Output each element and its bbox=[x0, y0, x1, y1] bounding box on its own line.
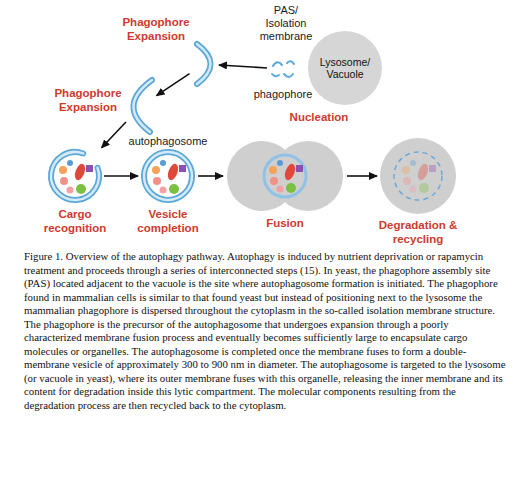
phagophore-arc bbox=[133, 80, 152, 132]
organelle bbox=[419, 183, 429, 193]
vesicle-stage: autophagosomeVesicle completion bbox=[141, 149, 195, 203]
stage-label: Degradation & recycling bbox=[368, 218, 468, 246]
lysosome-body bbox=[273, 141, 343, 211]
organelle bbox=[166, 162, 180, 181]
membrane-ring bbox=[144, 152, 192, 200]
degraded-cargo bbox=[402, 160, 436, 193]
organelle bbox=[160, 187, 167, 194]
organelle bbox=[86, 165, 93, 172]
flow-arrow bbox=[347, 175, 377, 177]
organelle bbox=[67, 160, 73, 166]
organelle bbox=[269, 166, 277, 174]
fusion-stage: Fusion bbox=[226, 141, 344, 211]
membrane-fragment bbox=[287, 61, 294, 64]
flow-arrow bbox=[219, 65, 267, 68]
organelle bbox=[277, 160, 283, 166]
organelle bbox=[152, 166, 160, 174]
structure-label: autophagosome bbox=[123, 135, 213, 148]
organelle bbox=[429, 165, 436, 172]
expansion-stage: Phagophore Expansion bbox=[128, 78, 154, 134]
degradation-stage bbox=[380, 138, 456, 214]
expansion-stage: Phagophore Expansion bbox=[192, 42, 216, 86]
organelle bbox=[73, 162, 87, 181]
cargo-recognition-stage bbox=[51, 152, 99, 200]
phagophore-arc bbox=[197, 44, 211, 84]
organelle bbox=[283, 162, 297, 181]
organelle bbox=[60, 177, 68, 185]
organelle bbox=[160, 160, 166, 166]
flow-arrow bbox=[104, 175, 138, 177]
degradation-stage: Degradation & recycling bbox=[380, 138, 456, 214]
expanding-phagophores bbox=[133, 44, 210, 132]
structure-label: PAS/ Isolation membrane bbox=[256, 4, 316, 43]
phagophore-arc bbox=[133, 80, 152, 132]
vesicle-stage bbox=[144, 152, 192, 200]
stage-label: Phagophore Expansion bbox=[116, 15, 196, 43]
structure-label: phagophore bbox=[248, 88, 318, 101]
inner-membrane bbox=[264, 155, 306, 197]
organelle bbox=[59, 166, 67, 174]
phagophore-site: phagophore bbox=[270, 58, 296, 80]
organelle bbox=[153, 177, 161, 185]
membrane-ring bbox=[51, 152, 99, 200]
stage-label: Fusion bbox=[245, 216, 325, 230]
flow-arrow bbox=[156, 74, 189, 96]
organelle bbox=[169, 184, 179, 194]
phagophore-membranes bbox=[272, 61, 294, 77]
phagophore-arc bbox=[197, 44, 211, 84]
cargo-stage: Cargo recognition bbox=[49, 150, 101, 202]
figure-caption: Figure 1. Overview of the autophagy path… bbox=[24, 250, 506, 412]
fusion-stage bbox=[227, 141, 343, 211]
flow-arrow bbox=[102, 122, 126, 148]
lysosome-body bbox=[380, 138, 456, 214]
stage-label: Cargo recognition bbox=[35, 207, 115, 235]
organelle-name: Lysosome/ Vacuole bbox=[315, 56, 375, 80]
organelle bbox=[410, 160, 416, 166]
organelle bbox=[402, 166, 410, 174]
membrane-ring bbox=[144, 152, 192, 200]
organelle bbox=[270, 177, 278, 185]
organelle bbox=[296, 165, 303, 172]
organelle bbox=[179, 165, 186, 172]
membrane-fragment bbox=[272, 74, 279, 76]
organelle bbox=[416, 162, 430, 181]
stage-label: Nucleation bbox=[284, 110, 354, 124]
organelle bbox=[76, 184, 86, 194]
stage-label: Vesicle completion bbox=[128, 207, 208, 235]
organelle bbox=[286, 183, 296, 193]
organelle bbox=[67, 187, 74, 194]
stage-label: Phagophore Expansion bbox=[50, 86, 126, 114]
circle-shape bbox=[308, 31, 382, 105]
lysosome-circle: Lysosome/ Vacuole bbox=[308, 31, 382, 105]
flow-arrow bbox=[198, 175, 223, 177]
membrane-fragment bbox=[273, 62, 282, 66]
organelle bbox=[410, 186, 417, 193]
membrane-fragment bbox=[284, 74, 293, 77]
dissolving-membrane bbox=[394, 152, 442, 200]
organelle bbox=[403, 177, 411, 185]
membrane-ring bbox=[51, 152, 99, 200]
organelle bbox=[277, 186, 284, 193]
